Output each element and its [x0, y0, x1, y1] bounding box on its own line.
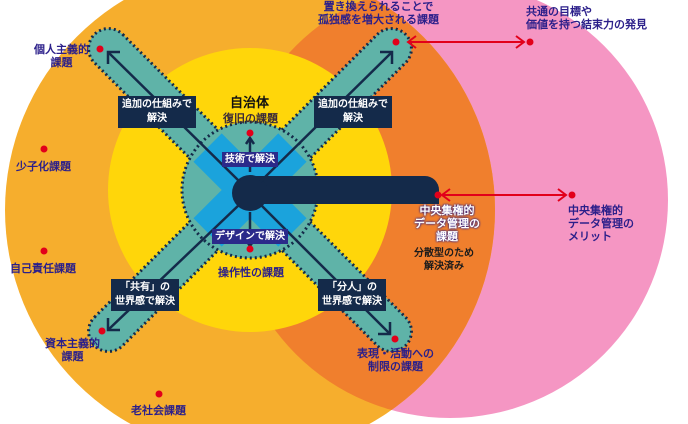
common-goal-benefit-label: 共通の目標や 価値を持つ結束力の発見	[526, 5, 647, 31]
label-line: 個人主義的	[34, 43, 89, 56]
label-line: 分散型のため	[414, 248, 474, 259]
label-line: 課題	[61, 350, 84, 363]
operability-issue-label: 操作性の課題	[218, 266, 284, 279]
box-line: 解決	[147, 113, 167, 124]
isolation-issue-label: 置き換えられることで 孤独感を増大される課題	[318, 0, 439, 26]
label-line: メリット	[568, 230, 612, 243]
box-line: 解決	[343, 113, 363, 124]
center-node	[232, 175, 268, 211]
self-responsibility-issue-label: 自己責任課題	[10, 262, 76, 275]
box-line: 追加の仕組みで	[318, 99, 388, 110]
individualism-issue-label: 個人主義的 課題	[34, 43, 89, 69]
aging-issue-label: 老社会課題	[131, 404, 186, 417]
center-title: 自治体	[230, 96, 270, 111]
central-data-merit-label: 中央集権的 データ管理の メリット	[568, 204, 634, 243]
label-line: 中央集権的	[568, 204, 623, 217]
label-line: 置き換えられることで	[323, 0, 434, 13]
label-line: 共通の目標や	[526, 5, 592, 18]
bottom-right-solution-box: 「分人」の 世界感で解決	[318, 279, 386, 311]
label-line: 資本主義的	[45, 337, 100, 350]
box-line: 「共有」の	[120, 282, 170, 293]
label-line: データ管理の	[568, 217, 634, 230]
red-arrows	[406, 35, 568, 202]
box-line: 世界感で解決	[322, 296, 382, 307]
label-line: 孤独感を増大される課題	[318, 13, 439, 26]
top-left-solution-box: 追加の仕組みで 解決	[118, 96, 196, 128]
tech-solution-label: 技術で解決	[222, 152, 278, 167]
recovery-issue-label: 復旧の課題	[223, 112, 278, 125]
box-line: 世界感で解決	[115, 296, 175, 307]
decentralized-note-label: 分散型のため 解決済み	[414, 247, 474, 273]
central-data-issue-label: 中央集権的 データ管理の 課題	[414, 204, 480, 243]
bottom-left-solution-box: 「共有」の 世界感で解決	[111, 279, 179, 311]
top-right-solution-box: 追加の仕組みで 解決	[314, 96, 392, 128]
label-line: 表現・活動への	[357, 347, 434, 360]
birthrate-issue-label: 少子化課題	[16, 160, 71, 173]
label-line: 解決済み	[424, 261, 464, 272]
label-line: データ管理の	[414, 217, 480, 230]
label-line: 価値を持つ結束力の発見	[526, 18, 647, 31]
capitalism-issue-label: 資本主義的 課題	[45, 337, 100, 363]
label-line: 課題	[50, 56, 73, 69]
box-line: 「分人」の	[327, 282, 377, 293]
label-line: 制限の課題	[368, 360, 423, 373]
label-line: 課題	[436, 230, 458, 243]
label-line: 中央集権的	[419, 204, 475, 217]
expression-issue-label: 表現・活動への 制限の課題	[357, 347, 434, 373]
navy-pill	[250, 176, 439, 204]
design-solution-label: デザインで解決	[212, 229, 288, 244]
issue-dots	[40, 38, 576, 398]
box-line: 追加の仕組みで	[122, 99, 192, 110]
